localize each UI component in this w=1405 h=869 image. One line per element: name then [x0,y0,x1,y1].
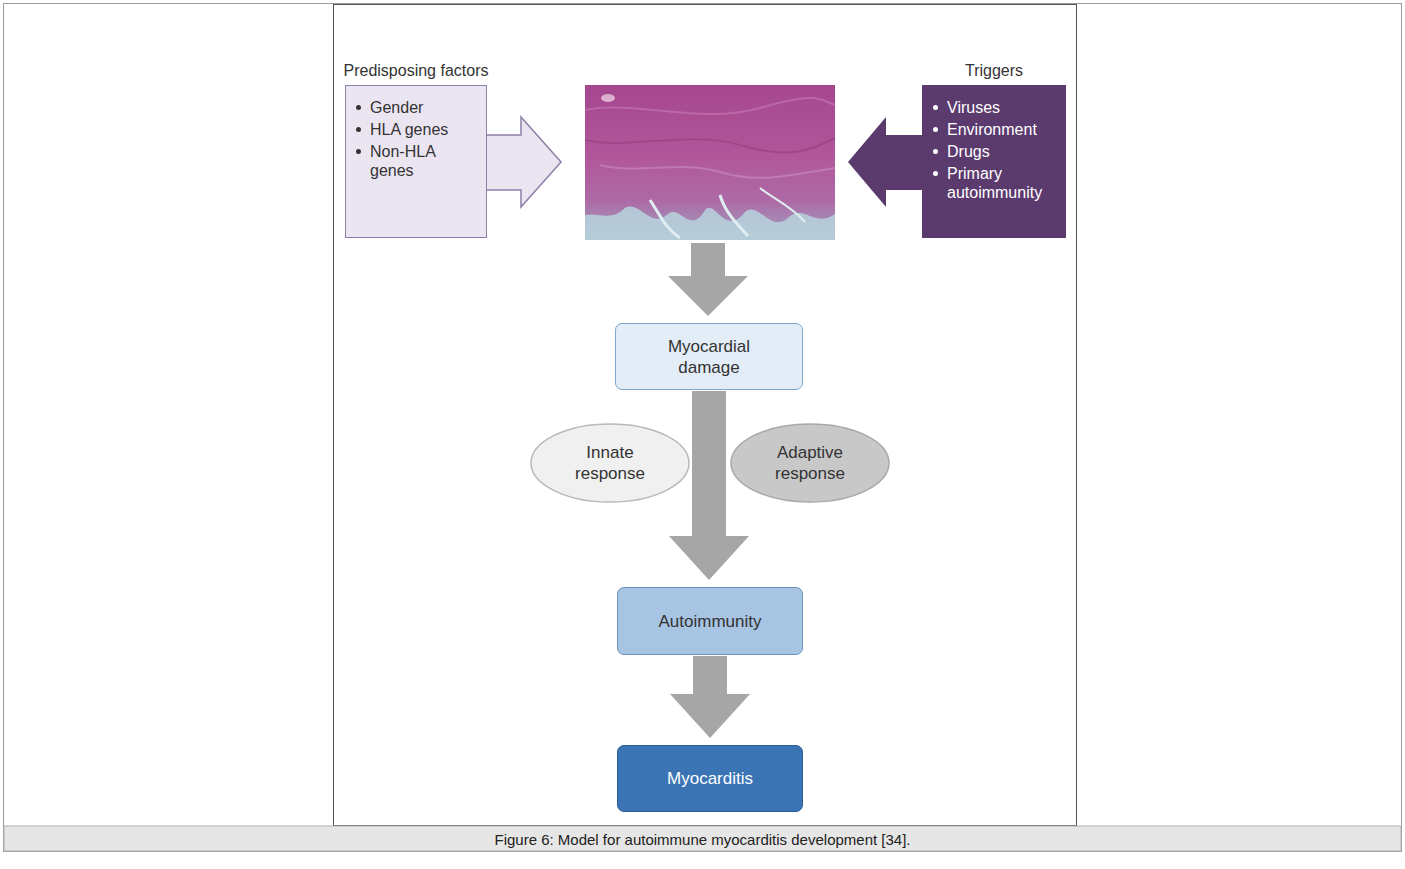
bullet-row: Gender [356,98,478,117]
bullet-dot [356,149,361,154]
flow-arrow [669,391,749,580]
box-content: Innate response [560,442,660,484]
figure-caption: Figure 6: Model for autoimmune myocardit… [4,827,1401,851]
bullet-dot [933,105,938,110]
bullet-text: Environment [947,120,1037,139]
outcome-box: Myocarditis [617,745,803,812]
oval-shape [531,424,689,502]
bullet-list: VirusesEnvironmentDrugsPrimary autoimmun… [933,98,1057,202]
figure-panel [334,5,1077,826]
box-label: Myocardial damage [654,336,764,378]
bullet-dot [356,105,361,110]
response-oval: Innate response [530,423,690,503]
process-box: Myocardial damage [615,323,803,390]
caption-band [4,826,1401,851]
bullet-dot [356,127,361,132]
group-heading: Triggers [903,61,1085,80]
factor-box: Predisposing factorsGenderHLA genesNon-H… [345,85,487,238]
bullet-row: Primary autoimmunity [933,164,1057,202]
box-content: Myocardial damage [654,336,764,378]
box-content: Adaptive response [760,442,860,484]
box-content: Myocarditis [667,768,753,789]
box-label: Adaptive response [760,442,860,484]
bullet-text: Non-HLA genes [370,142,478,180]
box-label: Autoimmunity [659,611,762,632]
bullet-text: Drugs [947,142,990,161]
bullet-dot [933,127,938,132]
bullet-dot [933,171,938,176]
block-arrow [486,117,561,207]
bullet-row: Environment [933,120,1057,139]
bullet-row: Viruses [933,98,1057,117]
bullet-text: HLA genes [370,120,448,139]
caption-text: Figure 6: Model for autoimmune myocardit… [494,831,910,848]
bullet-text: Primary autoimmunity [947,164,1057,202]
trigger-box: TriggersVirusesEnvironmentDrugsPrimary a… [922,85,1066,238]
bullet-row: HLA genes [356,120,478,139]
box-label: Myocarditis [667,768,753,789]
flow-arrow [670,656,750,738]
histology-image [585,85,835,240]
box-label: Innate response [560,442,660,484]
block-arrow [668,243,748,316]
bullet-text: Gender [370,98,423,117]
box-content: Autoimmunity [659,611,762,632]
oval-outline [730,423,890,503]
oval-shape [731,424,889,502]
bullet-text: Viruses [947,98,1000,117]
process-box: Autoimmunity [617,587,803,655]
bullet-row: Drugs [933,142,1057,161]
bullet-row: Non-HLA genes [356,142,478,180]
bullet-dot [933,149,938,154]
group-heading: Predisposing factors [326,61,506,80]
oval-outline [530,423,690,503]
bullet-list: GenderHLA genesNon-HLA genes [356,98,478,180]
outer-frame [4,4,1402,852]
response-oval: Adaptive response [730,423,890,503]
block-arrow [848,117,923,207]
